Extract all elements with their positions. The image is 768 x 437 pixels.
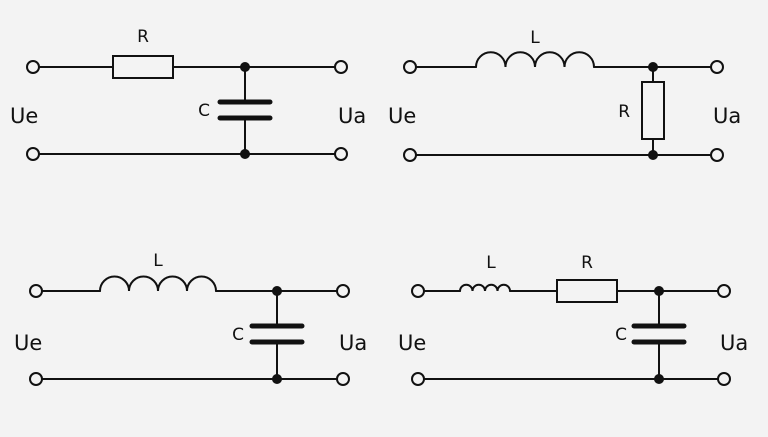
input-terminal	[29, 284, 43, 298]
input-terminal	[411, 284, 425, 298]
inductor-label: L	[530, 28, 540, 48]
output-terminal	[717, 284, 731, 298]
output-terminal	[336, 372, 350, 386]
capacitor-label: C	[198, 101, 210, 121]
input-voltage-label: Ue	[398, 331, 426, 355]
junction-dot	[272, 286, 282, 296]
inductor-label: L	[486, 253, 496, 273]
junction-dot	[648, 62, 658, 72]
inductor-symbol	[475, 51, 595, 68]
inductor-symbol	[99, 275, 217, 292]
capacitor-symbol	[249, 290, 305, 380]
output-voltage-label: Ua	[338, 104, 366, 128]
input-voltage-label: Ue	[14, 331, 42, 355]
input-terminal	[411, 372, 425, 386]
inductor-symbol	[459, 283, 511, 292]
inductor-label: L	[153, 251, 163, 271]
output-voltage-label: Ua	[713, 104, 741, 128]
output-voltage-label: Ua	[339, 331, 367, 355]
resistor-symbol	[641, 66, 665, 156]
circuit-rc-lowpass: R C Ue Ua	[10, 27, 366, 161]
circuit-lc-lowpass: L C Ue Ua	[14, 251, 367, 386]
resistor-label: R	[581, 253, 593, 273]
output-terminal	[336, 284, 350, 298]
output-terminal	[710, 60, 724, 74]
input-terminal	[26, 147, 40, 161]
capacitor-label: C	[615, 325, 627, 345]
input-terminal	[26, 60, 40, 74]
circuit-lr-lowpass: L R Ue Ua	[388, 28, 741, 162]
input-terminal	[403, 60, 417, 74]
input-voltage-label: Ue	[388, 104, 416, 128]
output-terminal	[710, 148, 724, 162]
resistor-symbol	[112, 55, 174, 79]
output-terminal	[334, 60, 348, 74]
capacitor-symbol	[217, 66, 273, 155]
capacitor-symbol	[631, 290, 687, 380]
junction-dot	[654, 374, 664, 384]
input-voltage-label: Ue	[10, 104, 38, 128]
capacitor-label: C	[232, 325, 244, 345]
junction-dot	[654, 286, 664, 296]
input-terminal	[403, 148, 417, 162]
resistor-label: R	[618, 102, 630, 122]
resistor-symbol	[556, 279, 618, 303]
output-terminal	[717, 372, 731, 386]
junction-dot	[272, 374, 282, 384]
junction-dot	[240, 62, 250, 72]
junction-dot	[648, 150, 658, 160]
output-terminal	[334, 147, 348, 161]
input-terminal	[29, 372, 43, 386]
resistor-label: R	[137, 27, 149, 47]
output-voltage-label: Ua	[720, 331, 748, 355]
junction-dot	[240, 149, 250, 159]
circuit-lrc-lowpass: L R C Ue Ua	[398, 253, 748, 386]
